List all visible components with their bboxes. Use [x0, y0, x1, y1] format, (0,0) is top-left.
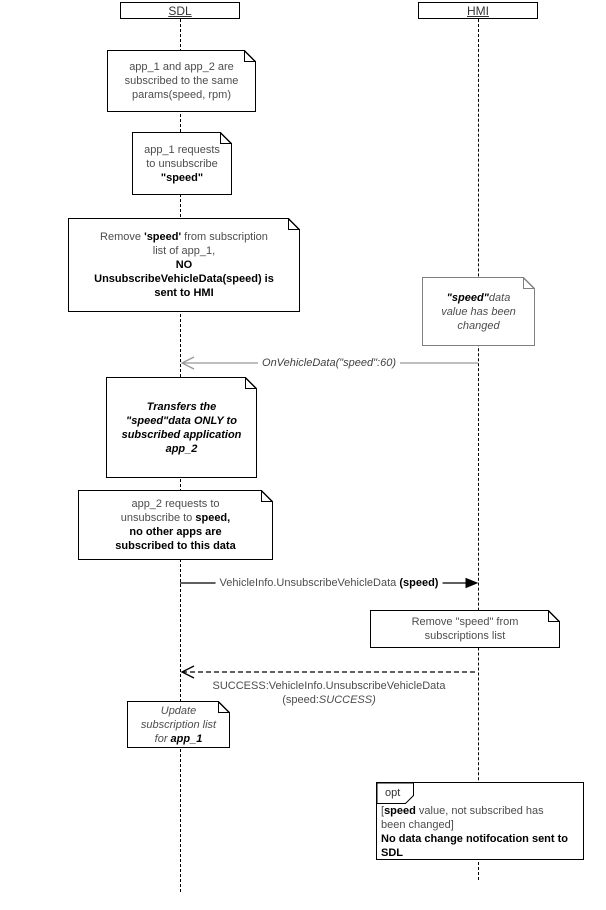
hmi-lifeline [478, 19, 479, 880]
participant-hmi: HMI [418, 2, 538, 19]
message-unsubscribe-request: VehicleInfo.UnsubscribeVehicleData (spee… [180, 575, 478, 591]
participant-hmi-label: HMI [467, 3, 489, 18]
message-unsubscribe-request-label: VehicleInfo.UnsubscribeVehicleData (spee… [215, 576, 443, 590]
message-unsubscribe-response: SUCCESS:VehicleInfo.UnsubscribeVehicleDa… [180, 664, 478, 708]
message-unsubscribe-response-label: SUCCESS:VehicleInfo.UnsubscribeVehicleDa… [212, 680, 446, 706]
participant-sdl-label: SDL [168, 3, 192, 18]
message-on-vehicle-data: OnVehicleData("speed":60) [180, 355, 478, 371]
opt-fragment-tab-label: opt [385, 787, 401, 799]
message-unsubscribe-response-arrow [180, 665, 478, 679]
opt-fragment-tab-shape [376, 782, 414, 804]
participant-sdl: SDL [120, 2, 240, 19]
message-on-vehicle-data-label: OnVehicleData("speed":60) [258, 356, 400, 370]
opt-fragment-tab: opt [376, 782, 417, 804]
